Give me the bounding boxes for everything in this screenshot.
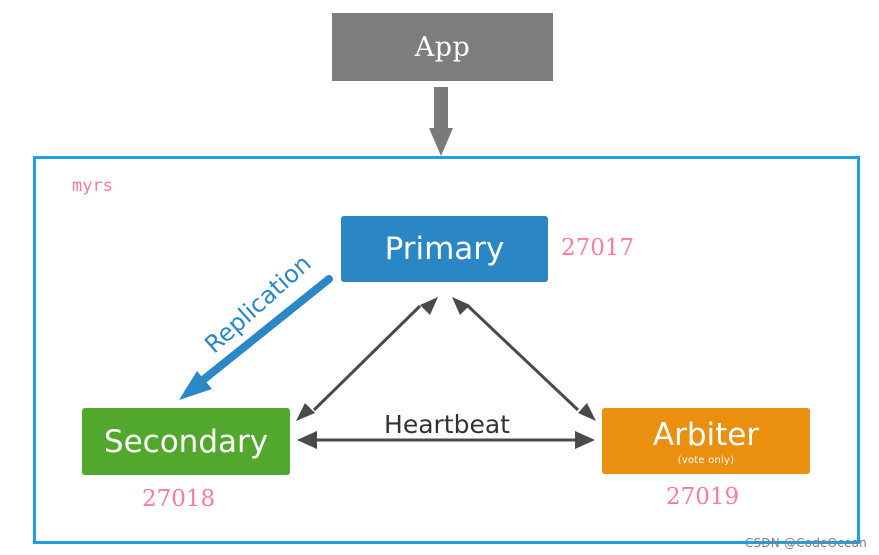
heartbeat-primary-arbiter-head-bottom (578, 403, 596, 421)
app-node: App (332, 13, 553, 81)
heartbeat-primary-secondary-head-top (420, 297, 438, 315)
arbiter-node: Arbiter (vote only) (602, 408, 810, 474)
watermark-credit: CSDN @CodeOcean (744, 536, 867, 550)
replica-set-frame (33, 156, 860, 544)
arbiter-port-label: 27019 (666, 484, 740, 510)
primary-node-label: Primary (384, 231, 505, 267)
app-arrow-shaft (434, 87, 448, 129)
secondary-node-label: Secondary (103, 423, 269, 460)
replication-arrow-shaft (199, 275, 333, 384)
replica-set-name: myrs (72, 176, 113, 196)
heartbeat-primary-arbiter-head-top (452, 297, 470, 315)
heartbeat-primary-arbiter-arrow (452, 297, 596, 421)
heartbeat-label: Heartbeat (384, 410, 510, 439)
heartbeat-primary-secondary-line (312, 304, 422, 412)
secondary-node: Secondary (82, 408, 290, 475)
heartbeat-secondary-arbiter-head-right (575, 431, 595, 449)
heartbeat-secondary-arbiter-head-left (297, 431, 317, 449)
arbiter-node-note: (vote only) (677, 455, 735, 466)
primary-port-label: 27017 (561, 235, 635, 261)
primary-node: Primary (341, 216, 548, 282)
heartbeat-secondary-arbiter-arrow (297, 431, 595, 449)
heartbeat-primary-secondary-arrow (296, 297, 438, 421)
heartbeat-primary-arbiter-line (466, 304, 580, 412)
heartbeat-primary-secondary-head-bottom (296, 403, 315, 421)
app-to-replica-set-arrow (429, 87, 453, 156)
replication-arrow (179, 275, 333, 400)
arbiter-node-label: Arbiter (652, 417, 760, 453)
app-node-label: App (414, 31, 471, 63)
secondary-port-label: 27018 (142, 486, 216, 512)
app-arrow-head (429, 128, 453, 156)
replication-arrow-head (179, 371, 212, 400)
